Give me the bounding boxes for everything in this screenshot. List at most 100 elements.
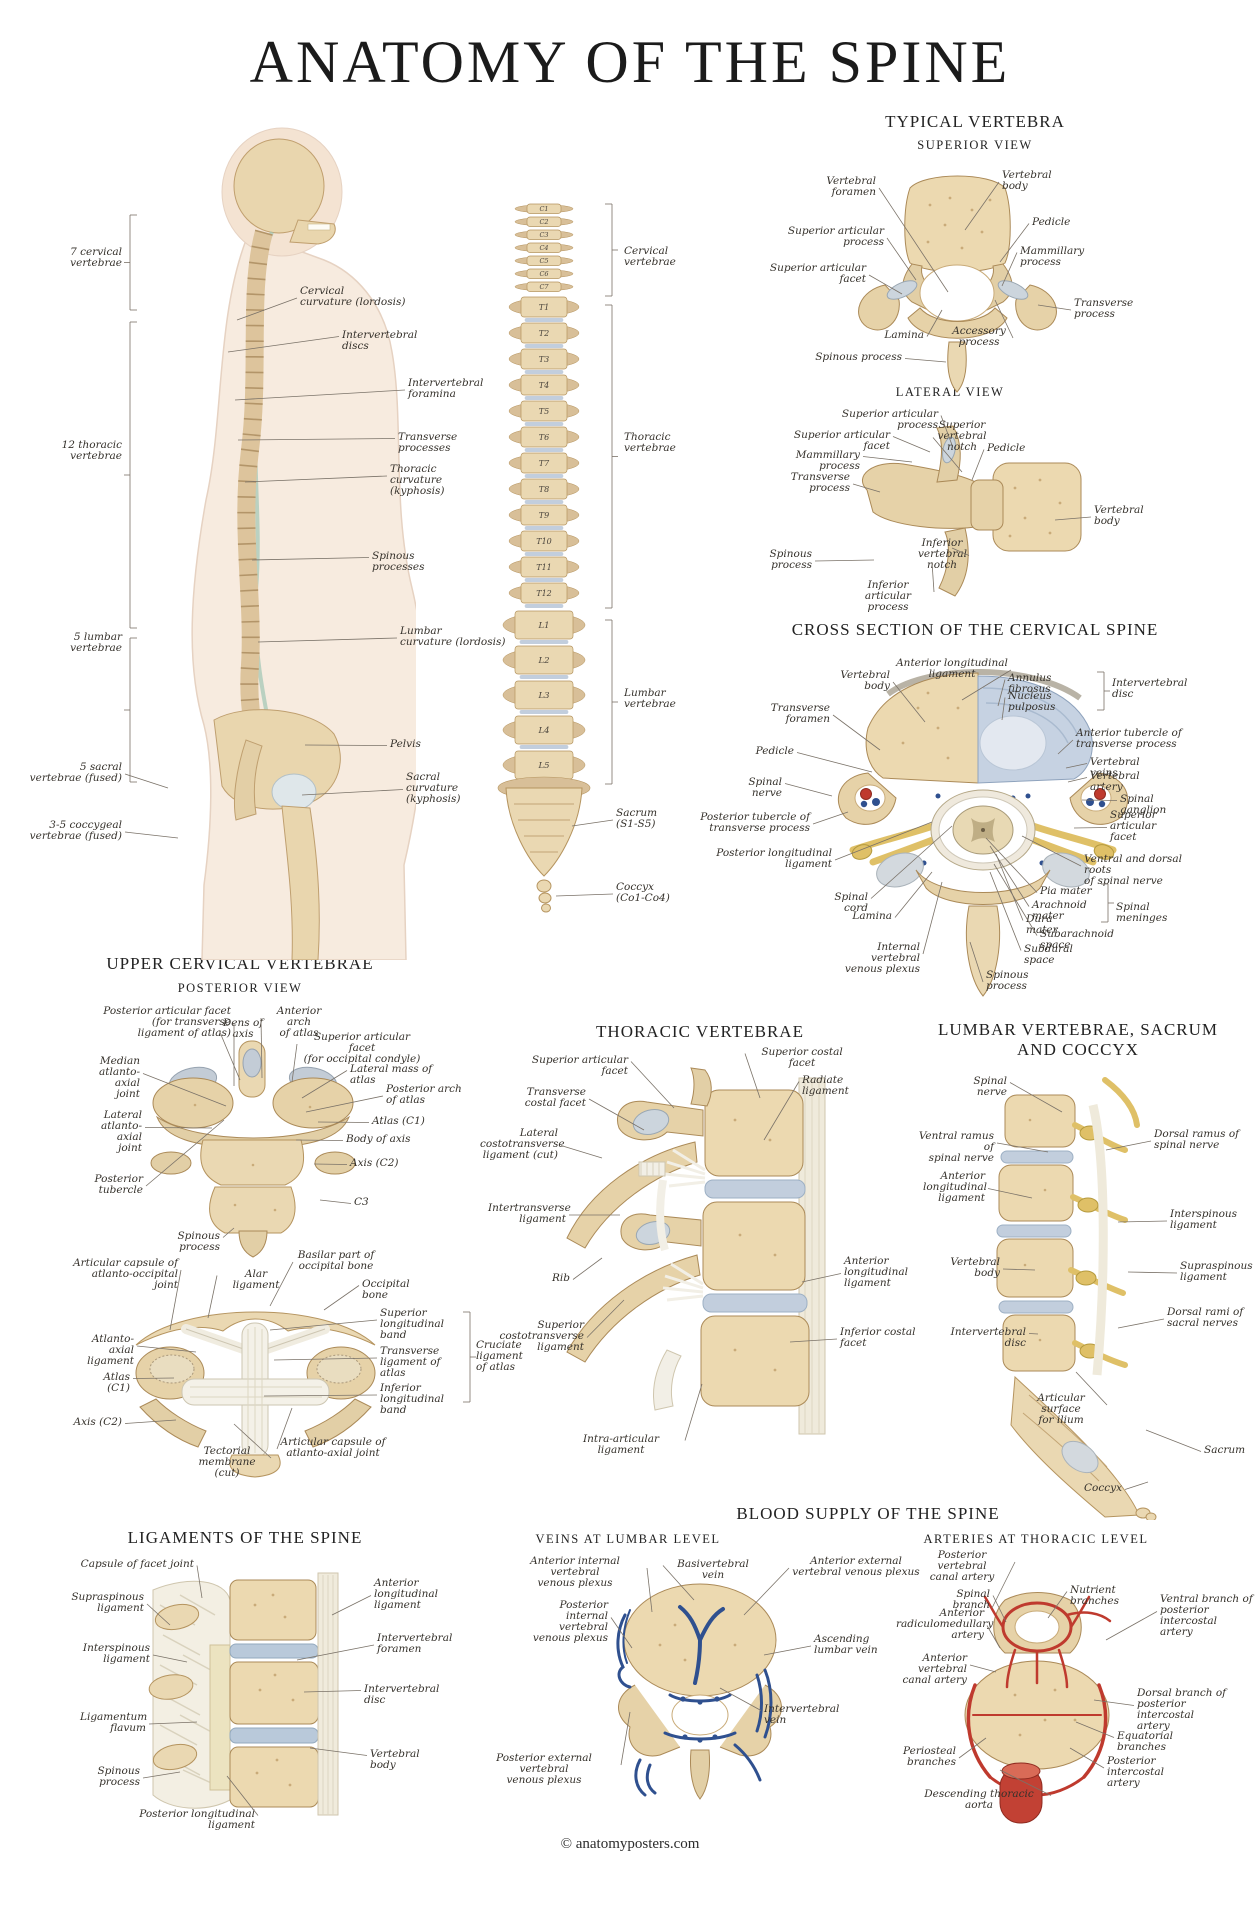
cross-section-cervical-label: Posterior tubercle of transverse process — [700, 811, 810, 834]
arteries-thoracic-label: Dorsal branch of posterior intercostal a… — [1137, 1687, 1227, 1732]
section-title-thoracic: THORACIC VERTEBRAE — [596, 1022, 804, 1041]
lumbar-sacrum-coccyx-label: Vertebral body — [950, 1256, 1000, 1279]
typical-vertebra-lateral-label: Superior vertebral notch — [937, 419, 987, 453]
veins-lumbar-label: Posterior internal vertebral venous plex… — [532, 1599, 608, 1644]
cross-section-cervical-label: Spinal nerve — [748, 776, 782, 799]
vertebra-label: C4 — [539, 244, 548, 252]
lumbar-sacrum-coccyx-label: Dorsal ramus of spinal nerve — [1154, 1128, 1240, 1151]
thoracic-vertebrae-label: Rib — [552, 1272, 570, 1284]
typical-vertebra-lateral-label: Inferior articular process — [864, 579, 912, 613]
thoracic-vertebrae-label: Inferior costal facet — [840, 1326, 916, 1349]
veins-illustration — [616, 1583, 782, 1800]
upper-cervical-label: Posterior arch of atlas — [386, 1083, 462, 1106]
vertebra-label: C7 — [539, 283, 549, 291]
typical-vertebra-superior-label: Mammillary process — [1020, 245, 1085, 268]
lumbar-sacrum-coccyx-label: Intervertebral disc — [950, 1326, 1026, 1349]
atlanto-ligaments-label: Superior longitudinal band — [380, 1307, 444, 1341]
spine-posterior-illustration: C1C2C3C4C5C6C7T1T2T3T4T5T6T7T8T9T10T11T1… — [497, 203, 591, 913]
cross-section-cervical-label: Ventral and dorsal roots of spinal nerve — [1084, 853, 1182, 887]
upper-cervical-label: Dens of axis — [222, 1017, 264, 1040]
vertebra-label: C5 — [539, 257, 548, 265]
vertebra-label: T9 — [539, 511, 549, 520]
cross-section-cervical-label: Spinal cord — [834, 891, 868, 914]
cross-section-cervical-label: Anterior longitudinal ligament — [896, 657, 1008, 680]
arteries-thoracic-label: Periosteal branches — [903, 1745, 956, 1768]
atlanto-ligaments-label: Tectorial membrane (cut) — [198, 1445, 256, 1479]
subtitle-superior-view: SUPERIOR VIEW — [917, 138, 1033, 152]
lumbar-sacrum-coccyx-label: Dorsal rami of sacral nerves — [1167, 1306, 1244, 1329]
vertebra-label: C6 — [539, 270, 548, 278]
thoracic-vertebrae-label: Superior articular facet — [531, 1054, 628, 1077]
typical-vertebra-lateral-label: Superior articular facet — [793, 429, 890, 452]
vertebra-label: T10 — [536, 537, 552, 546]
spine-posterior-label: Lumbar vertebrae — [624, 687, 676, 710]
cross-section-cervical-label: Posterior longitudinal ligament — [716, 847, 832, 870]
typical-vertebra-lateral-label: Pedicle — [987, 442, 1026, 454]
atlanto-ligaments-label: Articular capsule of atlanto-occipital j… — [73, 1257, 178, 1291]
typical-vertebra-superior-label: Vertebral body — [1002, 169, 1052, 192]
ligaments-spine-label: Supraspinous ligament — [71, 1591, 144, 1614]
cross-section-cervical-label: Intervertebral disc — [1112, 677, 1188, 700]
upper-cervical-label: Body of axis — [346, 1133, 411, 1145]
ligaments-spine-label: Intervertebral disc — [364, 1683, 440, 1706]
subtitle-arteries: ARTERIES AT THORACIC LEVEL — [923, 1532, 1149, 1546]
upper-cervical-label: Posterior articular facet (for transvers… — [103, 1005, 231, 1039]
upper-cervical-label: Anterior arch of atlas — [276, 1005, 322, 1039]
upper-cervical-label: Median atlanto-axial joint — [99, 1055, 140, 1100]
body-lateral-label: Cervical curvature (lordosis) — [300, 285, 406, 308]
vertebra-label: L1 — [537, 621, 549, 631]
atlanto-ligaments-label: Cruciate ligament of atlas — [476, 1339, 523, 1373]
vertebra-label: T1 — [539, 303, 549, 312]
thoracic-vertebrae-label: Radiate ligament — [802, 1074, 849, 1097]
upper-cervical-label: Atlas (C1) — [372, 1115, 425, 1127]
atlanto-ligaments-label: Atlanto-axial ligament — [87, 1333, 134, 1367]
thoracic-vertebrae-label: Anterior longitudinal ligament — [844, 1255, 908, 1289]
ligaments-spine-label: Anterior longitudinal ligament — [374, 1577, 438, 1611]
section-title-blood-supply: BLOOD SUPPLY OF THE SPINE — [736, 1504, 1000, 1523]
veins-lumbar-label: Anterior internal vertebral venous plexu… — [530, 1555, 620, 1589]
poster-title: ANATOMY OF THE SPINE — [249, 29, 1011, 95]
footer-credit: © anatomyposters.com — [560, 1836, 700, 1852]
lumbar-sacrum-coccyx-label: Anterior longitudinal ligament — [923, 1170, 987, 1204]
subtitle-veins: VEINS AT LUMBAR LEVEL — [535, 1532, 721, 1546]
lumbar-sacrum-coccyx-label: Ventral ramus of spinal nerve — [918, 1130, 994, 1164]
vertebra-label: T11 — [536, 563, 552, 572]
typical-vertebra-lateral-label: Spinous process — [769, 548, 812, 571]
cross-section-cervical-label: Dura mater — [1026, 913, 1058, 936]
typical-vertebra-lateral-label: Mammillary process — [795, 449, 860, 472]
ligaments-spine-label: Spinous process — [97, 1765, 140, 1788]
vertebra-label: T2 — [539, 329, 549, 338]
upper-cervical-label: Posterior tubercle — [94, 1173, 143, 1196]
typical-vertebra-lateral-label: Inferior vertebral notch — [918, 537, 967, 571]
vertebra-label: C2 — [539, 218, 548, 226]
arteries-thoracic-label: Nutrient branches — [1070, 1584, 1120, 1607]
thoracic-vertebrae-label: Superior costotransverse ligament — [499, 1319, 584, 1353]
atlanto-ligaments-label: Alar ligament — [232, 1268, 280, 1291]
body-lateral-label: 12 thoracic vertebrae — [61, 439, 122, 462]
arteries-thoracic-label: Ventral branch of posterior intercostal … — [1160, 1593, 1253, 1638]
section-title-cross-section: CROSS SECTION OF THE CERVICAL SPINE — [791, 620, 1159, 639]
vertebra-label: T7 — [539, 459, 550, 468]
thoracic-vertebrae-label: Intertransverse ligament — [488, 1202, 571, 1225]
thoracic-illustration — [566, 1067, 826, 1435]
vertebra-label: T8 — [539, 485, 549, 494]
ligaments-spine-label: Ligamentum flavum — [80, 1711, 148, 1734]
thoracic-vertebrae-label: Lateral costotransverse ligament (cut) — [480, 1127, 565, 1161]
vertebra-label: L3 — [537, 691, 549, 701]
veins-lumbar-label: Ascending lumbar vein — [814, 1633, 878, 1656]
thoracic-vertebrae-label: Transverse costal facet — [524, 1086, 586, 1109]
atlanto-ligaments-label: Basilar part of occipital bone — [297, 1249, 375, 1272]
ligaments-spine-label: Posterior longitudinal ligament — [139, 1808, 255, 1831]
cross-section-cervical-label: Anterior tubercle of transverse process — [1076, 727, 1182, 750]
typical-vertebra-superior-label: Transverse process — [1074, 297, 1134, 320]
cross-section-cervical-label: Superior articular facet — [1110, 809, 1157, 843]
upper-cervical-label: C3 — [354, 1196, 369, 1208]
typical-vertebra-superior-label: Vertebral foramen — [826, 175, 876, 198]
body-lateral-label: 5 sacral vertebrae (fused) — [29, 761, 122, 784]
veins-lumbar-label: Basivertebral vein — [677, 1558, 749, 1581]
lumbar-sacrum-coccyx-label: Interspinous ligament — [1170, 1208, 1238, 1231]
cross-section-cervical-label: Lamina — [852, 910, 892, 922]
vertebra-label: T4 — [539, 381, 549, 390]
spine-posterior-label: Thoracic vertebrae — [624, 431, 676, 454]
vertebra-label: T5 — [539, 407, 549, 416]
